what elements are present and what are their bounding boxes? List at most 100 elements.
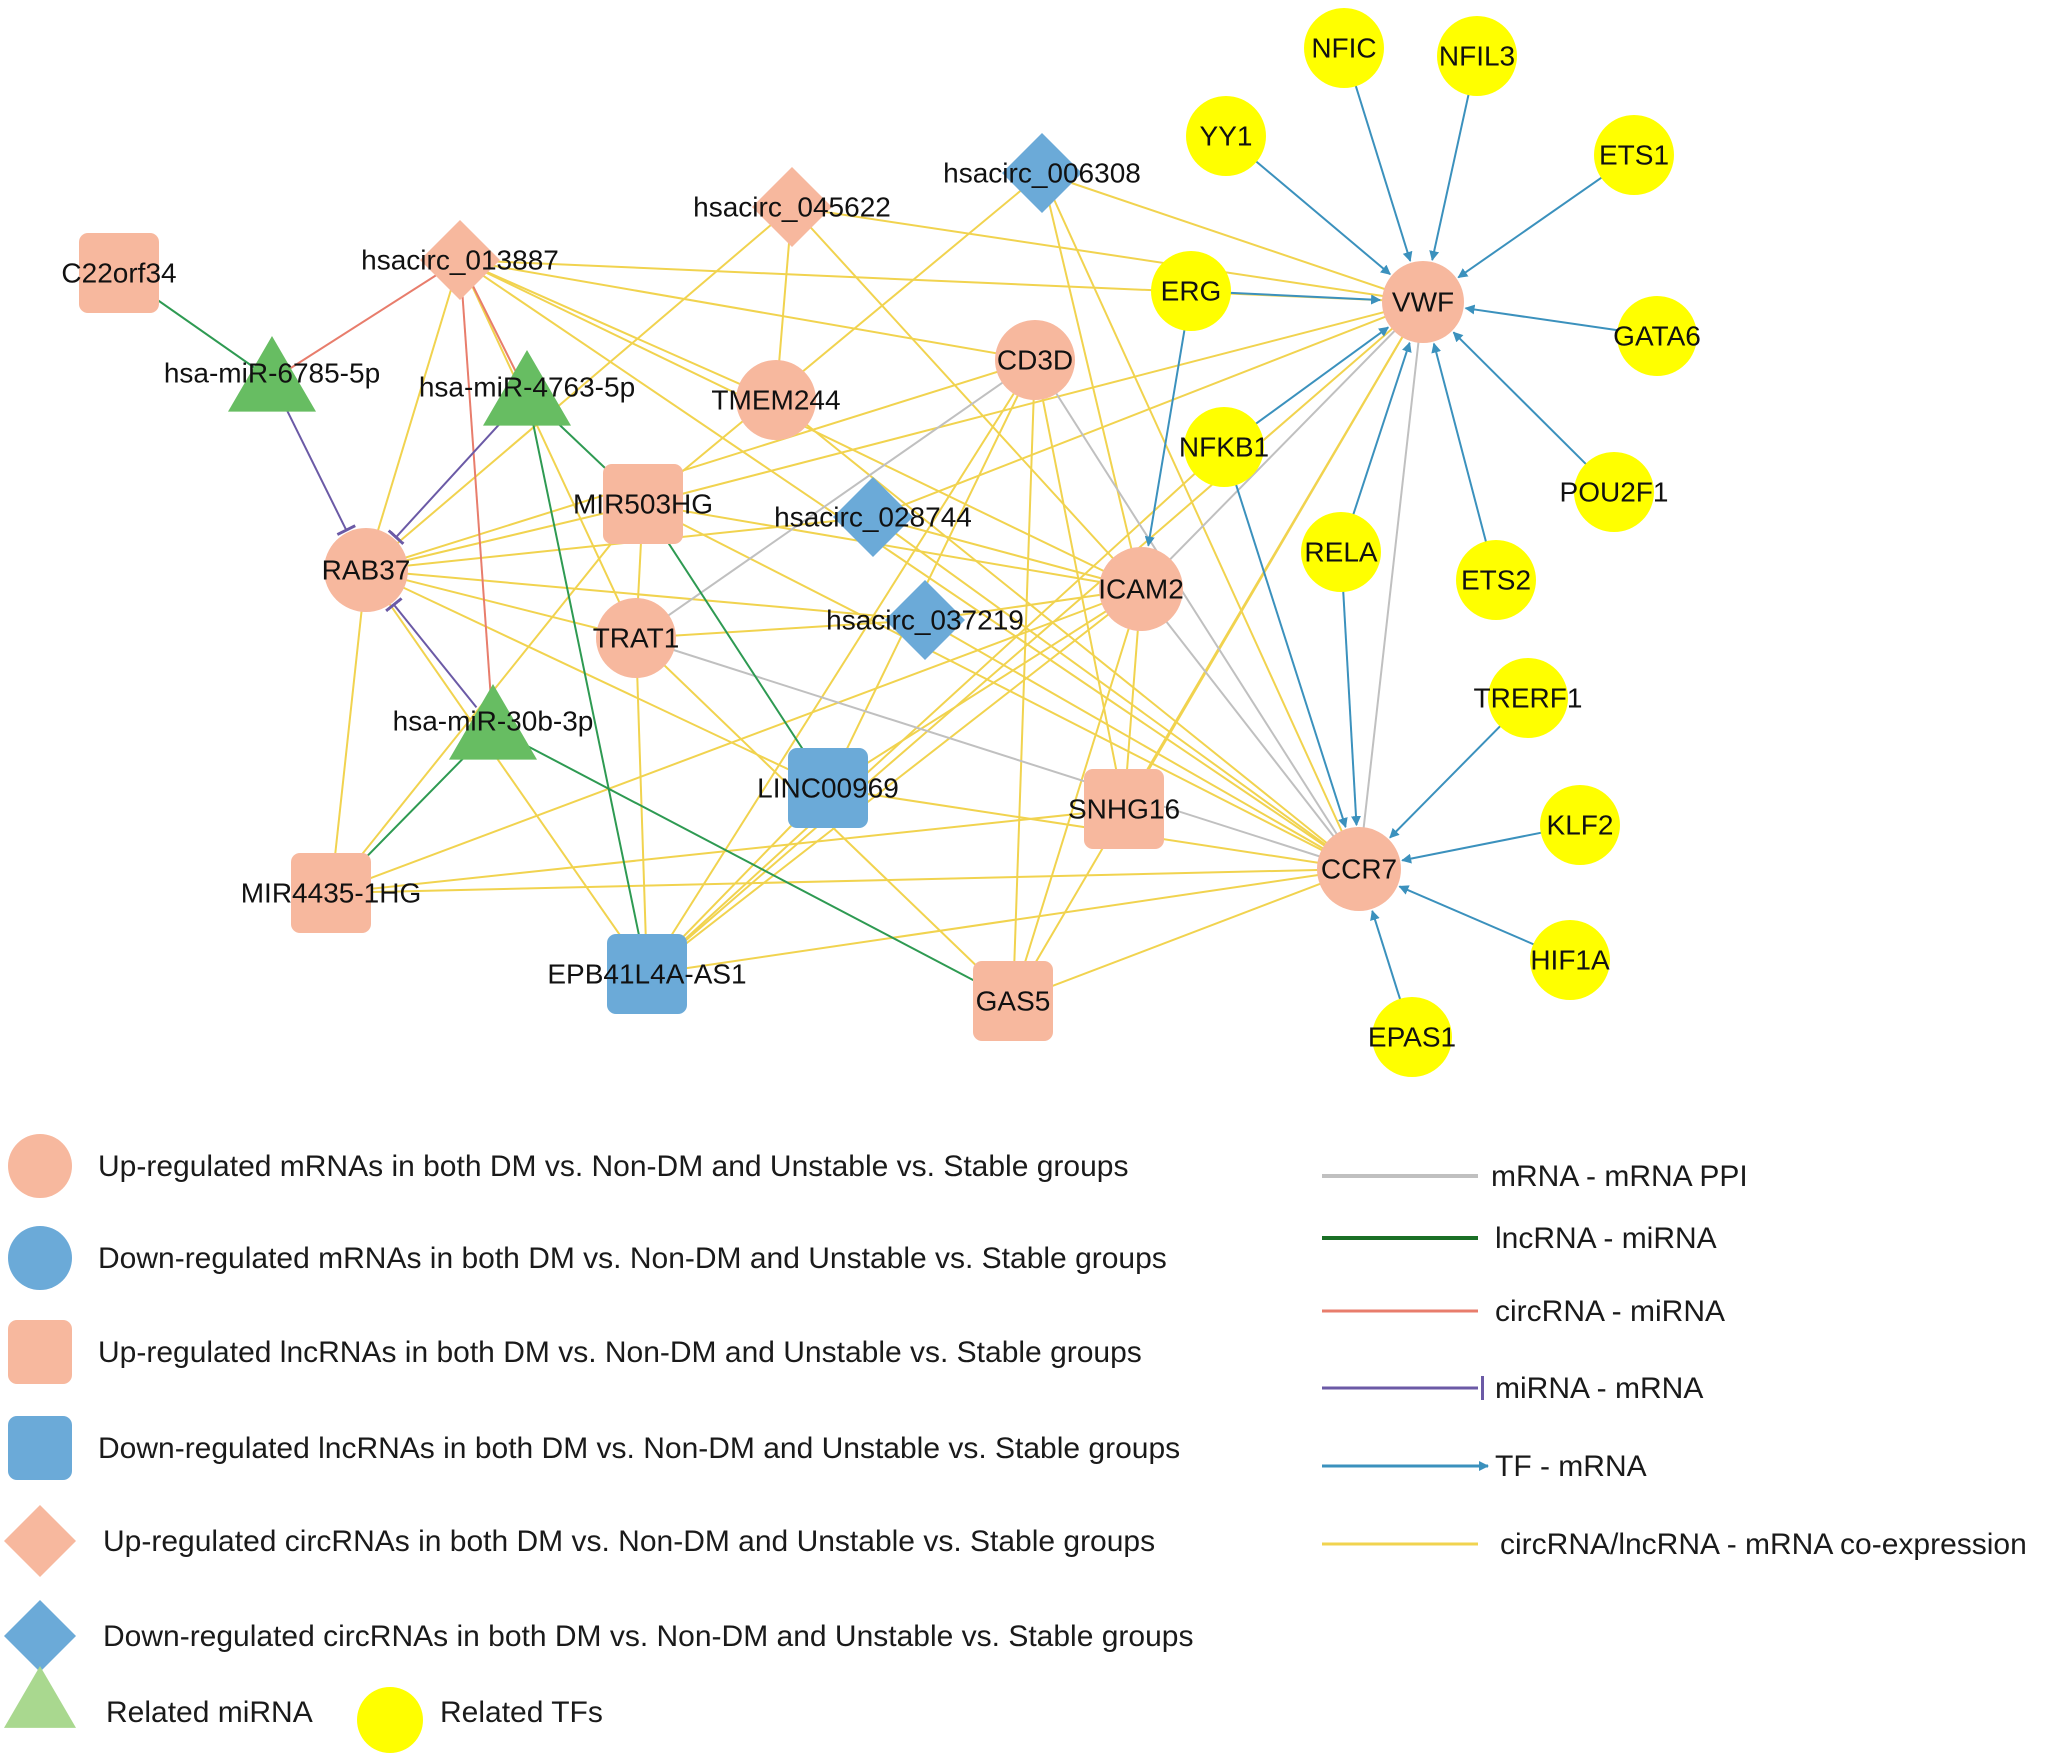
edge-lnc_mirna-EPB41L4A-AS1-hsa-miR-4763-5p	[526, 393, 648, 975]
node-hsacirc_028744: hsacirc_028744	[774, 477, 972, 557]
legend-circle-up-symbol	[8, 1134, 72, 1198]
legend-edge-label: miRNA - mRNA	[1495, 1372, 1703, 1405]
node-label: RELA	[1304, 536, 1377, 567]
circle-node-shape	[1301, 512, 1381, 592]
node-hsacirc_006308: hsacirc_006308	[943, 133, 1141, 213]
node-label: NFIL3	[1439, 40, 1515, 71]
legend-edge-label: circRNA - miRNA	[1495, 1295, 1725, 1328]
edge-tf_mrna-ETS1-VWF	[1457, 167, 1615, 279]
node-label: MIR4435-1HG	[241, 877, 422, 908]
node-trat1: TRAT1	[593, 598, 680, 678]
node-hsacirc_045622: hsacirc_045622	[693, 167, 891, 247]
node-ccr7: CCR7	[1317, 827, 1401, 911]
legend-diamond-up-symbol	[4, 1505, 76, 1577]
node-label: ERG	[1161, 275, 1222, 306]
square-node-shape	[973, 961, 1053, 1041]
legend-edge-label: mRNA - mRNA PPI	[1491, 1160, 1748, 1193]
node-klf2: KLF2	[1540, 785, 1620, 865]
legend-mirna-label: Related miRNA	[106, 1696, 313, 1729]
circle-node-shape	[1317, 827, 1401, 911]
legend-square-down-symbol	[8, 1416, 72, 1480]
edge-coexp-EPB41L4A-AS1-RAB37	[365, 569, 648, 975]
edge-tf_mrna-RELA-CCR7	[1341, 575, 1361, 827]
edge-coexp-hsacirc_013887-CD3D	[459, 259, 1036, 361]
node-label: CCR7	[1321, 853, 1397, 884]
edge-tf_mrna-KLF2-CCR7	[1401, 828, 1557, 864]
edge-coexp-SNHG16-CD3D	[1034, 359, 1125, 810]
node-cd3d: CD3D	[995, 320, 1075, 400]
node-hsa-mir-6785-5p: hsa-miR-6785-5p	[164, 336, 380, 412]
node-label: hsa-miR-6785-5p	[164, 357, 380, 388]
edge-circ_mirna-hsacirc_013887-hsa-miR-30b-3p	[459, 259, 494, 729]
legend-tf-label: Related TFs	[440, 1696, 603, 1729]
legend-mirna-triangle-symbol	[4, 1666, 76, 1728]
legend-diamond-down-symbol	[4, 1600, 76, 1672]
node-label: hsa-miR-4763-5p	[419, 371, 635, 402]
edge-tf_mrna-RELA-VWF	[1347, 341, 1412, 530]
edge-coexp-LINC00969-ICAM2	[827, 588, 1142, 789]
circle-node-shape	[1488, 658, 1568, 738]
edge-tf_mrna-HIF1A-CCR7	[1398, 885, 1549, 952]
node-label: VWF	[1392, 286, 1454, 317]
node-trerf1: TRERF1	[1474, 658, 1583, 738]
edge-coexp-EPB41L4A-AS1-ICAM2	[646, 588, 1142, 975]
node-label: HIF1A	[1530, 944, 1610, 975]
node-label: ICAM2	[1098, 573, 1184, 604]
edge-ppi-TRAT1-CCR7	[635, 637, 1360, 870]
legend-edge-item: lncRNA - miRNA	[1322, 1222, 1717, 1255]
node-label: hsacirc_006308	[943, 157, 1141, 188]
node-hsa-mir-30b-3p: hsa-miR-30b-3p	[393, 684, 594, 760]
triangle-node-shape	[483, 350, 571, 426]
node-gas5: GAS5	[973, 961, 1053, 1041]
edge-tf_mrna-YY1-VWF	[1243, 150, 1391, 276]
node-yy1: YY1	[1186, 96, 1266, 176]
edge-coexp-hsacirc_045622-VWF	[791, 206, 1424, 303]
legend-edge-label: circRNA/lncRNA - mRNA co-expression	[1500, 1528, 2027, 1561]
edge-coexp-GAS5-CD3D	[1012, 359, 1036, 1002]
node-epas1: EPAS1	[1368, 997, 1456, 1077]
legend-node-label: Up-regulated circRNAs in both DM vs. Non…	[103, 1525, 1155, 1558]
edge-coexp-MIR503HG-ICAM2	[642, 503, 1142, 590]
diamond-node-shape	[752, 167, 832, 247]
edge-tf_mrna-ERG-ICAM2	[1144, 314, 1189, 547]
legend-edge-item: mRNA - mRNA PPI	[1322, 1160, 1748, 1193]
circle-node-shape	[1530, 920, 1610, 1000]
circle-node-shape	[1372, 997, 1452, 1077]
edge-tf_mrna-NFIL3-VWF	[1429, 79, 1473, 261]
square-node-shape	[1084, 769, 1164, 849]
node-label: SNHG16	[1068, 793, 1180, 824]
node-icam2: ICAM2	[1098, 547, 1184, 631]
node-nfkb1: NFKB1	[1179, 407, 1269, 487]
diamond-node-shape	[885, 580, 965, 660]
node-label: TRERF1	[1474, 682, 1583, 713]
legend-node-label: Down-regulated mRNAs in both DM vs. Non-…	[98, 1242, 1167, 1275]
legend-edge-item: circRNA/lncRNA - mRNA co-expression	[1322, 1528, 2027, 1561]
circle-node-shape	[1594, 115, 1674, 195]
edge-coexp-MIR4435-1HG-RAB37	[330, 569, 367, 894]
edge-coexp-GAS5-VWF	[1012, 301, 1424, 1002]
node-c22orf34: C22orf34	[61, 233, 177, 313]
legend-node-label: Down-regulated lncRNAs in both DM vs. No…	[98, 1432, 1180, 1465]
legend-edge-item: circRNA - miRNA	[1322, 1295, 1725, 1328]
edge-tf_mrna-POU2F1-VWF	[1452, 331, 1598, 476]
edge-tf_mrna-NFKB1-VWF	[1242, 326, 1390, 434]
legend-circle-down-symbol	[8, 1226, 72, 1290]
node-label: hsa-miR-30b-3p	[393, 705, 594, 736]
node-label: RAB37	[322, 554, 411, 585]
node-label: ETS2	[1461, 564, 1531, 595]
node-label: NFIC	[1311, 32, 1376, 63]
node-rela: RELA	[1301, 512, 1381, 592]
edge-tf_mrna-TRERF1-CCR7	[1389, 714, 1512, 839]
node-label: hsacirc_037219	[826, 604, 1024, 635]
node-label: TRAT1	[593, 622, 680, 653]
circle-node-shape	[1456, 540, 1536, 620]
circle-node-shape	[736, 360, 816, 440]
circle-node-shape	[1186, 96, 1266, 176]
legend-node-item: Down-regulated circRNAs in both DM vs. N…	[4, 1600, 1193, 1672]
edge-coexp-hsacirc_013887-RAB37	[365, 259, 461, 571]
node-snhg16: SNHG16	[1068, 769, 1180, 849]
square-node-shape	[291, 853, 371, 933]
edge-tf_mrna-EPAS1-CCR7	[1370, 910, 1406, 1015]
diamond-node-shape	[833, 477, 913, 557]
